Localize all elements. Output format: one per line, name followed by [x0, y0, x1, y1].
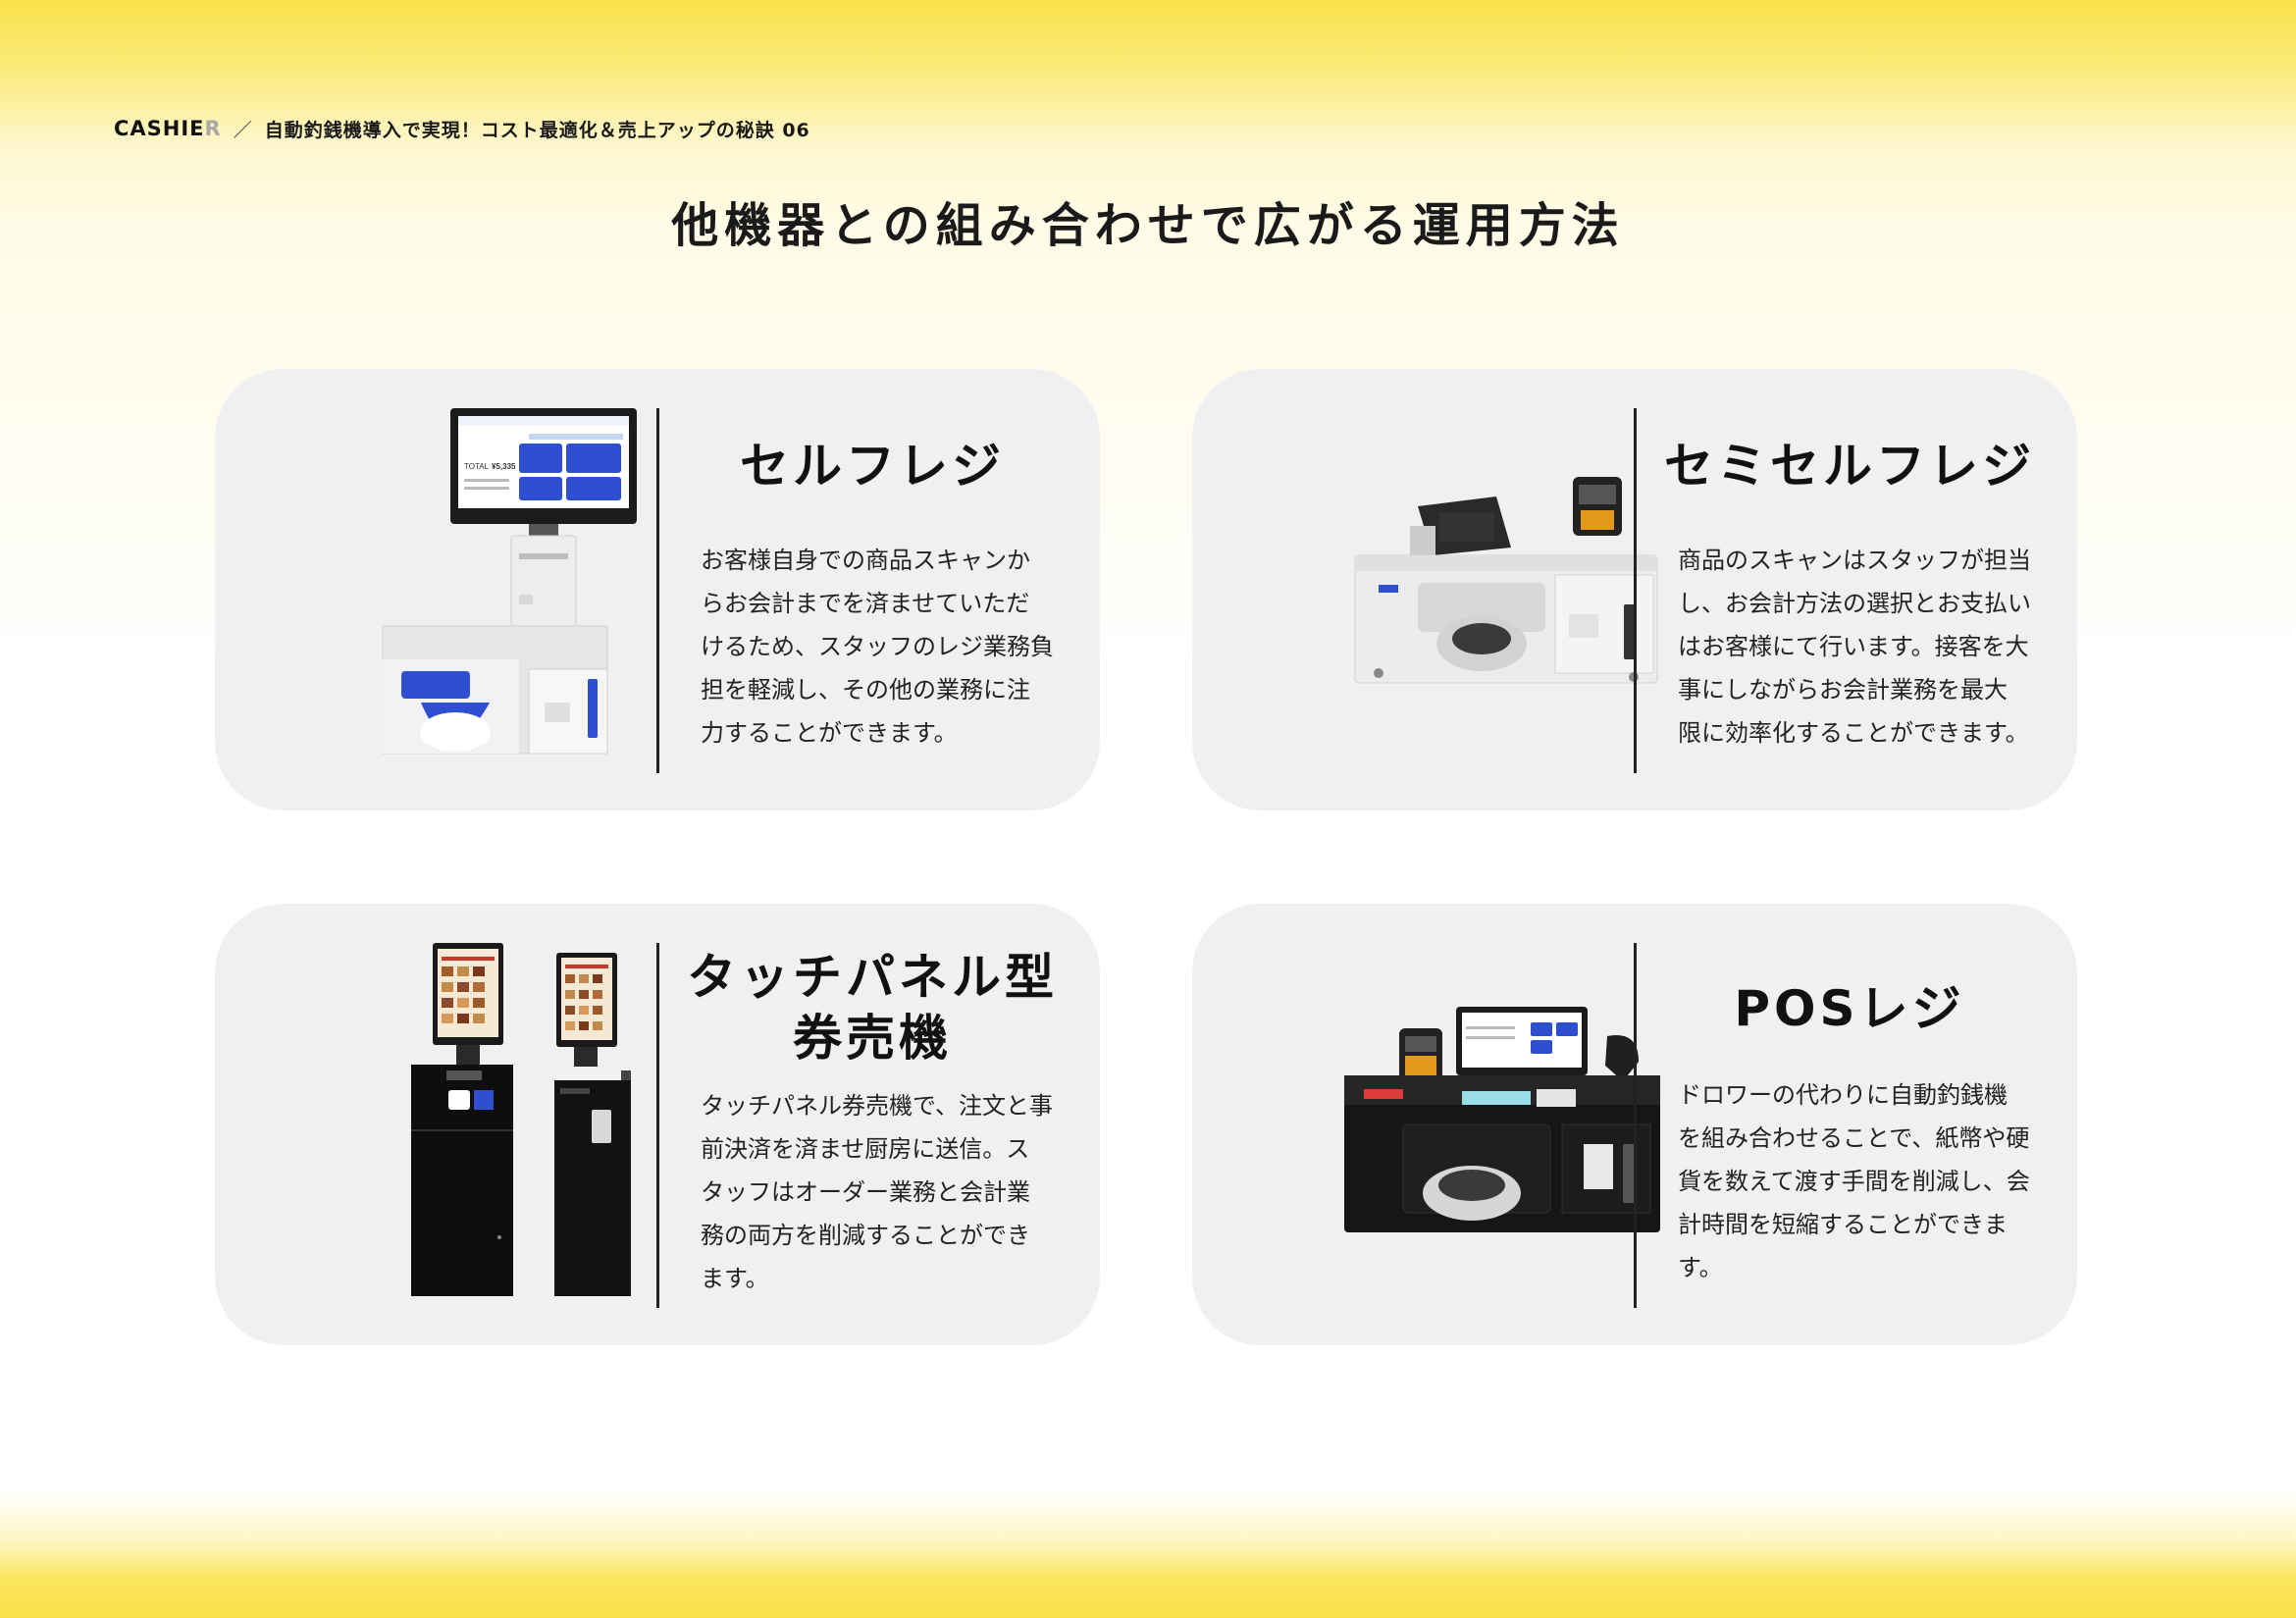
card-divider [656, 408, 659, 773]
self-register-illustration: TOTAL ¥5,335 [382, 408, 637, 755]
card-body: タッチパネル券売機で、注文と事 前決済を済ませ厨房に送信。ス タッフはオーダー業… [701, 1092, 1054, 1292]
cashier-logo: CASHIER [114, 117, 222, 140]
card-title: セミセルフレジ [1664, 438, 2035, 495]
card-body: ドロワーの代わりに自動釣銭機 を組み合わせることで、紙幣や硬 貨を数えて渡す手間… [1678, 1081, 2030, 1281]
pos-register-illustration [1344, 1007, 1660, 1232]
card-self-register: TOTAL ¥5,335 セルフレジ お客様自身での商品スキャンか らお会計まで… [215, 369, 1100, 810]
screen-total-label: TOTAL [464, 462, 490, 471]
card-body: お客様自身での商品スキャンか らお会計までを済ませていただ けるため、スタッフの… [701, 547, 1054, 747]
self-register-image: TOTAL ¥5,335 [254, 398, 804, 781]
card-divider [1634, 943, 1637, 1308]
card-title: セルフレジ [740, 438, 1005, 495]
breadcrumb-text: 自動釣銭機導入で実現！コスト最適化＆売上アップの秘訣 06 [264, 119, 810, 141]
ticket-machine-illustration [411, 943, 631, 1296]
card-title-line1: タッチパネル型 [687, 949, 1058, 1006]
header-breadcrumb: CASHIER ／ 自動釣銭機導入で実現！コスト最適化＆売上アップの秘訣 06 [114, 114, 810, 143]
card-body: 商品のスキャンはスタッフが担当 し、お会計方法の選択とお支払い はお客様にて行い… [1678, 547, 2031, 747]
page-title: 他機器との組み合わせで広がる運用方法 [671, 198, 1625, 253]
card-divider [656, 943, 659, 1308]
card-title-line2: 券売機 [793, 1010, 952, 1067]
card-divider [1634, 408, 1637, 773]
ticket-machine-image [254, 933, 804, 1316]
screen-total-value: ¥5,335 [492, 462, 516, 471]
pos-register-image [1231, 933, 1781, 1316]
semi-self-register-image [1231, 398, 1781, 781]
card-pos-register: POSレジ ドロワーの代わりに自動釣銭機 を組み合わせることで、紙幣や硬 貨を数… [1192, 904, 2077, 1345]
semi-self-register-illustration [1354, 477, 1658, 684]
breadcrumb-separator: ／ [233, 119, 253, 141]
card-title: タッチパネル型券売機 [676, 947, 1069, 1069]
card-semi-self-register: セミセルフレジ 商品のスキャンはスタッフが担当 し、お会計方法の選択とお支払い … [1192, 369, 2077, 810]
card-title: POSレジ [1734, 980, 1965, 1037]
card-ticket-machine: タッチパネル型券売機 タッチパネル券売機で、注文と事 前決済を済ませ厨房に送信。… [215, 904, 1100, 1345]
